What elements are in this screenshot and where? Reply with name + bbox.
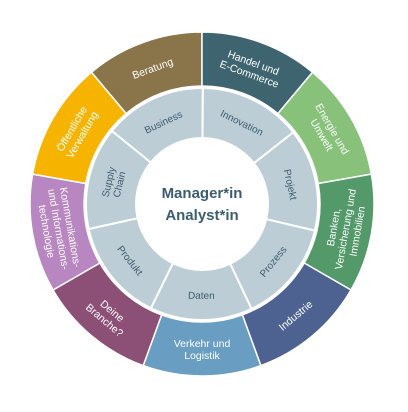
inner-segment-supply-chain [85, 129, 153, 231]
center-disc [138, 140, 266, 268]
center-title-line2: Analyst*in [165, 207, 238, 224]
outer-segment-verkehr-label-line: Verkehr und [174, 338, 231, 350]
outer-segment-oeffentliche [31, 71, 128, 185]
center-title-line1: Manager*in [162, 185, 243, 202]
inner-segment-daten-label-line: Daten [188, 291, 215, 302]
outer-segment-verkehr-label-line: Logistik [184, 350, 220, 362]
inner-segment-daten-label: Daten [188, 291, 215, 302]
